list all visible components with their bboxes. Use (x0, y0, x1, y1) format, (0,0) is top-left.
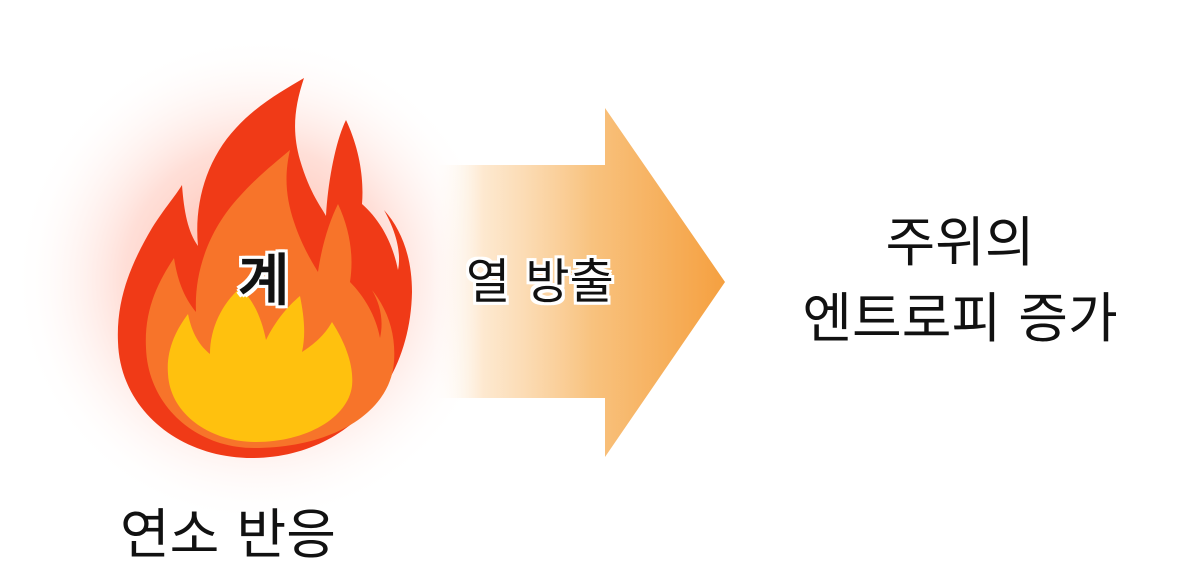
entropy-label-line2: 엔트로피 증가 (802, 287, 1118, 350)
entropy-label-line1: 주위의 (885, 211, 1035, 274)
entropy-increase-label: 주위의 엔트로피 증가 (760, 205, 1160, 357)
right-arrow-icon (430, 108, 725, 457)
flame-inner (167, 288, 353, 442)
heat-release-label: 열 방출 (466, 254, 614, 310)
fire-icon (117, 78, 413, 458)
combustion-reaction-label: 연소 반응 (120, 503, 336, 566)
heat-arrow (430, 108, 725, 457)
system-label: 계 (238, 249, 290, 314)
